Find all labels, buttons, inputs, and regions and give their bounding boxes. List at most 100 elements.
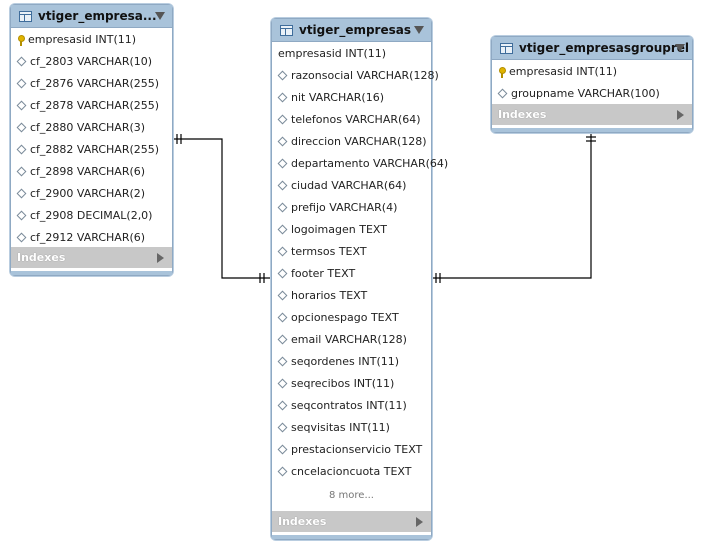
column-diamond-icon [277, 268, 288, 278]
column-diamond-icon [16, 100, 27, 110]
primary-key-icon [17, 35, 25, 46]
column-diamond-icon [277, 466, 288, 476]
collapse-toggle-icon[interactable] [675, 44, 685, 52]
indexes-label: Indexes [498, 108, 547, 121]
column-row[interactable]: email VARCHAR(128) [272, 328, 431, 350]
column-diamond-icon [277, 356, 288, 366]
column-label: telefonos VARCHAR(64) [291, 112, 421, 126]
column-row[interactable]: direccion VARCHAR(128) [272, 130, 431, 152]
column-row[interactable]: seqvisitas INT(11) [272, 416, 431, 438]
column-row[interactable]: cf_2803 VARCHAR(10) [11, 50, 172, 72]
table-header[interactable]: vtiger_empresas [272, 19, 431, 42]
table-vtiger-empresasgrouprel[interactable]: vtiger_empresasgrouprel empresasid INT(1… [491, 36, 693, 133]
column-diamond-icon [16, 78, 27, 88]
indexes-label: Indexes [17, 251, 66, 264]
column-label: razonsocial VARCHAR(128) [291, 68, 439, 82]
column-diamond-icon [277, 378, 288, 388]
relationship-left-to-center [172, 134, 270, 283]
column-row[interactable]: cf_2900 VARCHAR(2) [11, 182, 172, 204]
column-row[interactable]: opcionespago TEXT [272, 306, 431, 328]
column-label: opcionespago TEXT [291, 310, 399, 324]
column-row[interactable]: seqrecibos INT(11) [272, 372, 431, 394]
collapse-toggle-icon[interactable] [414, 26, 424, 34]
collapse-toggle-icon[interactable] [155, 12, 165, 20]
column-diamond-icon [277, 334, 288, 344]
column-diamond-icon [277, 114, 288, 124]
column-row[interactable]: cf_2882 VARCHAR(255) [11, 138, 172, 160]
column-label: cf_2876 VARCHAR(255) [30, 76, 160, 90]
column-diamond-icon [277, 224, 288, 234]
column-row[interactable]: telefonos VARCHAR(64) [272, 108, 431, 130]
column-label: seqrecibos INT(11) [291, 376, 395, 390]
column-row[interactable]: cf_2880 VARCHAR(3) [11, 116, 172, 138]
column-diamond-icon [277, 136, 288, 146]
indexes-section[interactable]: Indexes [272, 511, 431, 532]
more-columns-label[interactable]: 8 more... [329, 490, 374, 501]
table-vtiger-empresas[interactable]: vtiger_empresas empresasid INT(11) razons… [271, 18, 448, 540]
primary-key-icon [498, 67, 506, 78]
column-row[interactable]: empresasid INT(11) [11, 28, 172, 50]
indexes-section[interactable]: Indexes [11, 247, 172, 268]
column-label: cf_2898 VARCHAR(6) [30, 164, 146, 178]
column-label: cf_2900 VARCHAR(2) [30, 186, 146, 200]
column-row[interactable]: razonsocial VARCHAR(128) [272, 64, 439, 86]
column-label: departamento VARCHAR(64) [291, 156, 449, 170]
column-label: seqcontratos INT(11) [291, 398, 407, 412]
column-row[interactable]: prefijo VARCHAR(4) [272, 196, 431, 218]
column-label: ciudad VARCHAR(64) [291, 178, 407, 192]
indexes-section[interactable]: Indexes [492, 104, 692, 125]
table-header[interactable]: vtiger_empresa... [11, 5, 172, 28]
column-row[interactable]: seqcontratos INT(11) [272, 394, 431, 416]
column-row[interactable]: cf_2908 DECIMAL(2,0) [11, 204, 172, 226]
column-label: direccion VARCHAR(128) [291, 134, 427, 148]
column-row[interactable]: nit VARCHAR(16) [272, 86, 431, 108]
column-label: cf_2912 VARCHAR(6) [30, 230, 146, 244]
table-header[interactable]: vtiger_empresasgrouprel [492, 37, 692, 60]
column-label: empresasid INT(11) [509, 64, 618, 78]
relationship-right-to-center [432, 132, 596, 283]
column-diamond-icon [16, 188, 27, 198]
column-row[interactable]: seqordenes INT(11) [272, 350, 431, 372]
column-row[interactable]: cf_2876 VARCHAR(255) [11, 72, 172, 94]
column-row[interactable]: cf_2878 VARCHAR(255) [11, 94, 172, 116]
column-diamond-icon [277, 202, 288, 212]
table-footer-bar [11, 271, 172, 275]
expand-arrow-icon[interactable] [677, 110, 684, 120]
column-row[interactable]: ciudad VARCHAR(64) [272, 174, 431, 196]
column-diamond-icon [277, 422, 288, 432]
column-row[interactable]: footer TEXT [272, 262, 431, 284]
column-row[interactable]: empresasid INT(11) [272, 42, 431, 64]
column-label: nit VARCHAR(16) [291, 90, 384, 104]
column-label: horarios TEXT [291, 288, 368, 302]
table-title: vtiger_empresas [299, 23, 411, 37]
column-row[interactable]: groupname VARCHAR(100) [492, 82, 692, 104]
column-diamond-icon [16, 122, 27, 132]
column-row[interactable]: termsos TEXT [272, 240, 431, 262]
column-label: footer TEXT [291, 266, 356, 280]
column-label: cncelacioncuota TEXT [291, 464, 412, 478]
column-row[interactable]: cf_2912 VARCHAR(6) [11, 226, 172, 248]
column-row[interactable]: cncelacioncuota TEXT [272, 460, 431, 482]
column-label: seqvisitas INT(11) [291, 420, 390, 434]
column-diamond-icon [277, 312, 288, 322]
column-diamond-icon [277, 290, 288, 300]
column-row[interactable]: cf_2898 VARCHAR(6) [11, 160, 172, 182]
column-label: cf_2803 VARCHAR(10) [30, 54, 153, 68]
expand-arrow-icon[interactable] [157, 253, 164, 263]
column-label: seqordenes INT(11) [291, 354, 400, 368]
column-diamond-icon [16, 166, 27, 176]
column-row[interactable]: prestacionservicio TEXT [272, 438, 431, 460]
column-label: termsos TEXT [291, 244, 367, 258]
column-label: cf_2908 DECIMAL(2,0) [30, 208, 153, 222]
column-diamond-icon [277, 92, 288, 102]
column-row[interactable]: departamento VARCHAR(64) [272, 152, 448, 174]
column-label: empresasid INT(11) [28, 32, 137, 46]
expand-arrow-icon[interactable] [416, 517, 423, 527]
table-vtiger-empresa-cf[interactable]: vtiger_empresa... empresasid INT(11) cf_2… [10, 4, 173, 276]
column-row[interactable]: logoimagen TEXT [272, 218, 431, 240]
column-diamond-icon [277, 444, 288, 454]
column-row[interactable]: empresasid INT(11) [492, 60, 692, 82]
column-row[interactable]: horarios TEXT [272, 284, 431, 306]
column-diamond-icon [277, 400, 288, 410]
